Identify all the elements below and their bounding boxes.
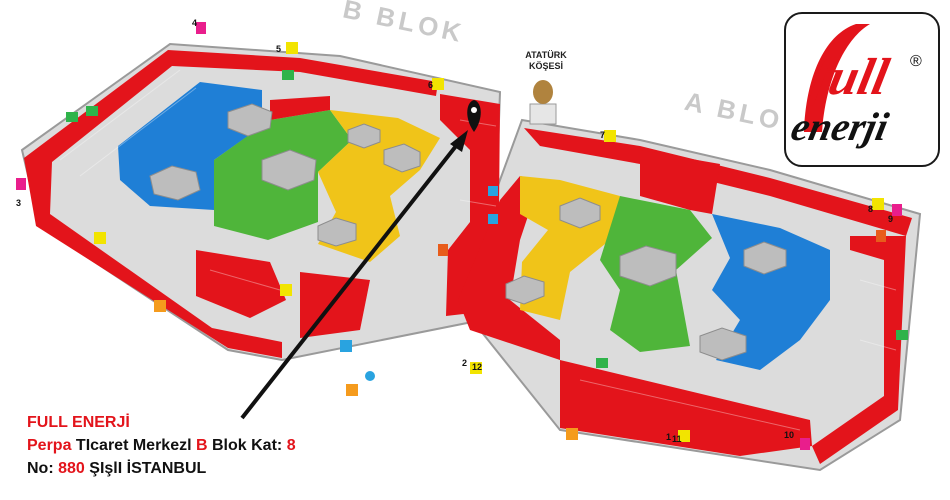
block-a-bottom-shops <box>560 360 812 456</box>
direction-arrow-head <box>450 130 468 152</box>
elevator-icon <box>488 214 498 224</box>
atrium-b-2 <box>227 103 273 137</box>
block-a-red-inner <box>640 150 720 214</box>
location-pin-dot <box>471 107 477 113</box>
info-icon <box>365 371 375 381</box>
escalator-icon <box>346 384 358 396</box>
block-b-outer-shops <box>24 50 300 358</box>
fire-extinguisher-icon <box>438 244 448 256</box>
escalator-icon <box>566 428 578 440</box>
address-block: FULL ENERJİ Perpa TIcaret Merkezl B Blok… <box>27 411 296 480</box>
ataturk-statue-base <box>529 103 557 125</box>
stairs-icon <box>872 198 884 210</box>
shop-divider-lines <box>59 69 897 431</box>
stairs-icon <box>286 42 298 54</box>
logo-line-2: enerji <box>787 104 893 149</box>
atrium-a-4 <box>743 241 787 275</box>
atrium-a-3 <box>505 275 545 305</box>
atrium-b-1 <box>149 165 201 201</box>
stairs-icon <box>678 430 690 442</box>
exit-icon <box>86 106 98 116</box>
stairs-icon <box>280 284 292 296</box>
restroom-icon <box>16 178 26 190</box>
stairs-icon <box>470 362 482 374</box>
fire-extinguisher-icon <box>876 230 886 242</box>
block-a-outer-shops <box>524 128 912 236</box>
registered-mark: ® <box>910 53 922 70</box>
ataturk-corner-label: ATATÜRK KÖŞESİ <box>518 50 574 72</box>
exit-icon <box>282 70 294 80</box>
location-pin-icon <box>467 100 481 132</box>
address-no-label: No: <box>27 460 54 477</box>
block-a-right-shops <box>812 236 906 464</box>
address-block-word: Blok Kat: <box>212 437 283 454</box>
escalator-icon <box>154 300 166 312</box>
ataturk-line-1: ATATÜRK <box>525 50 567 60</box>
block-b-top-shops <box>300 58 438 96</box>
stairs-icon <box>94 232 106 244</box>
block-b-bottom-left-shops <box>196 250 286 318</box>
atrium-b-5 <box>317 217 357 247</box>
elevator-icon <box>488 186 498 196</box>
company-name: FULL ENERJİ <box>27 411 296 434</box>
restroom-icon <box>892 204 902 216</box>
address-block-letter: B <box>195 437 208 454</box>
atrium-b-3 <box>261 149 317 191</box>
restroom-icon <box>800 438 810 450</box>
exit-icon <box>896 330 908 340</box>
stairs-icon <box>432 78 444 90</box>
stairs-icon <box>604 130 616 142</box>
address-district: ŞIşlI İSTANBUL <box>89 460 207 477</box>
elevator-icon <box>340 340 352 352</box>
address-floor: 8 <box>286 437 296 454</box>
atrium-a-1 <box>559 197 601 229</box>
atrium-b-4 <box>383 143 421 173</box>
block-a-left-shops <box>458 176 560 360</box>
logo-swoosh <box>804 24 870 132</box>
company-name-text: FULL ENERJİ <box>27 414 130 431</box>
logo-line-1: full <box>806 49 894 106</box>
exit-icon <box>596 358 608 368</box>
exit-icon <box>66 112 78 122</box>
full-enerji-logo: full enerji ® <box>784 12 940 167</box>
address-line-2: No: 880 ŞIşlI İSTANBUL <box>27 457 296 480</box>
block-b-center-red <box>270 96 330 120</box>
block-a-blue-zone <box>712 214 830 370</box>
restroom-icon <box>196 22 206 34</box>
address-place: Perpa <box>27 437 72 454</box>
atrium-a-2 <box>619 245 677 287</box>
direction-arrow <box>240 144 458 420</box>
logo-graphic: full enerji ® <box>787 24 922 149</box>
ataturk-statue-bust <box>533 80 553 104</box>
atrium-a-5 <box>699 327 747 361</box>
atrium-b-6 <box>347 123 381 149</box>
address-no: 880 <box>58 460 85 477</box>
address-center: TIcaret Merkezl <box>75 437 192 454</box>
address-line-1: Perpa TIcaret Merkezl B Blok Kat: 8 <box>27 434 296 457</box>
ataturk-line-2: KÖŞESİ <box>528 61 563 71</box>
